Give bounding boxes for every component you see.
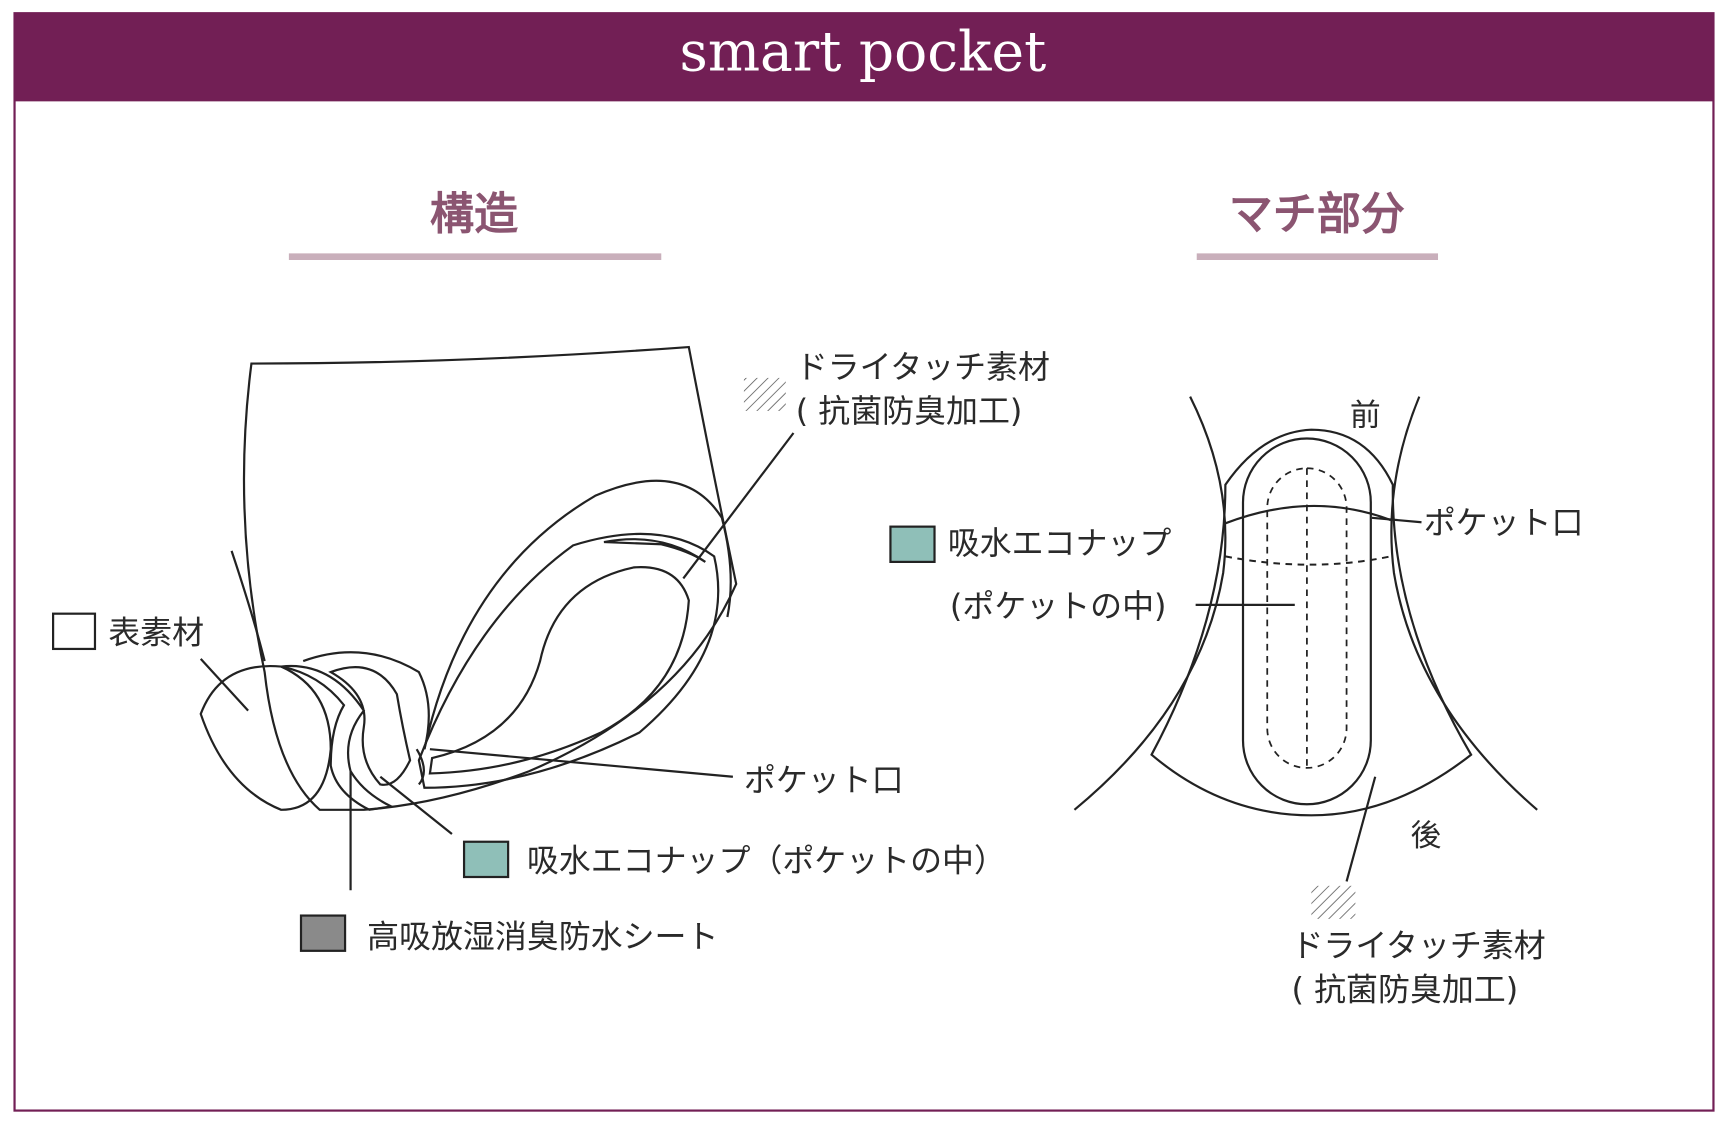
gusset-dry-touch-note: ( 抗菌防臭加工)	[1291, 970, 1518, 1008]
leader-dry-touch	[682, 432, 795, 580]
dry-touch-label: ドライタッチ素材	[796, 348, 1050, 386]
gusset-eco-nap-label: 吸水エコナップ	[948, 524, 1172, 562]
gusset-eco-nap-note: (ポケットの中)	[950, 587, 1167, 625]
briefs-illustration	[199, 345, 738, 811]
outer-material-swatch	[52, 612, 97, 651]
gusset-dry-touch-swatch	[1311, 885, 1356, 919]
gusset-illustration	[1073, 396, 1538, 817]
structure-heading: 構造	[430, 189, 518, 240]
header-bar	[14, 13, 1714, 102]
gusset-dry-touch-label: ドライタッチ素材	[1291, 926, 1545, 964]
eco-nap-label: 吸水エコナップ（ポケットの中）	[527, 841, 1006, 879]
gusset-eco-nap-swatch	[889, 525, 936, 563]
leader-gusset-pocket-opening	[1371, 516, 1422, 524]
leader-pocket-opening	[429, 748, 733, 778]
back-label: 後	[1410, 818, 1441, 854]
sheet-label: 高吸放湿消臭防水シート	[367, 918, 718, 956]
header-title: smart pocket	[680, 20, 1047, 84]
dry-touch-swatch	[743, 377, 786, 411]
front-label: 前	[1350, 397, 1381, 433]
dry-touch-note: ( 抗菌防臭加工)	[796, 392, 1023, 430]
gusset-pocket-opening-label: ポケット口	[1424, 503, 1584, 541]
eco-nap-swatch	[462, 840, 510, 879]
outer-material-label: 表素材	[108, 613, 204, 651]
leader-eco-nap	[379, 775, 453, 835]
leader-gusset-dry-touch	[1345, 776, 1377, 882]
frame	[13, 12, 1715, 1112]
leader-outer-material	[199, 658, 249, 712]
gusset-heading: マチ部分	[1229, 189, 1405, 240]
sheet-swatch	[299, 914, 347, 952]
pocket-opening-label: ポケット口	[744, 761, 904, 799]
